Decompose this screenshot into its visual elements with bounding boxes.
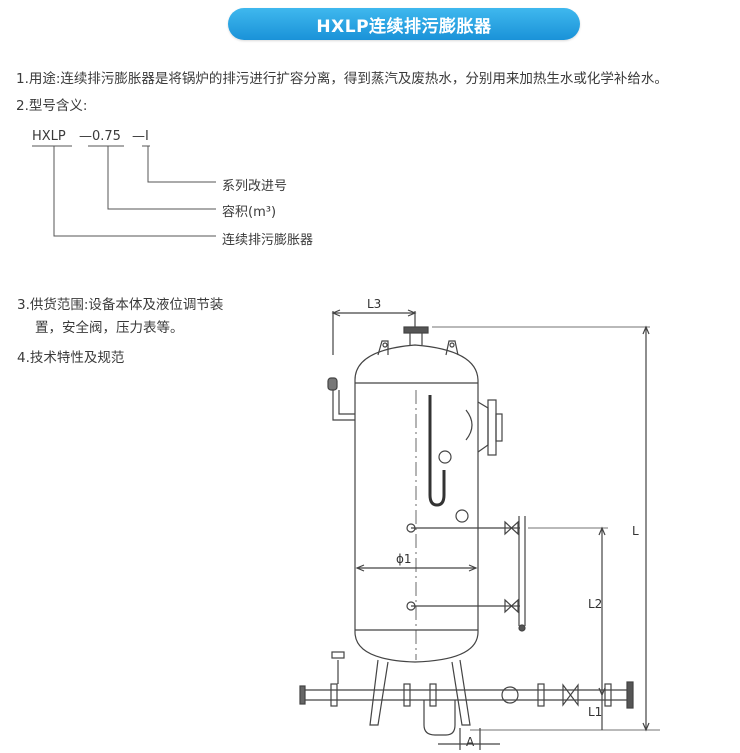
dim-l1: L1 <box>588 705 602 719</box>
model-code-revision: —I <box>132 129 149 144</box>
label-product: 连续排污膨胀器 <box>222 233 314 248</box>
dim-a: A <box>466 735 475 749</box>
model-code-series: HXLP <box>32 129 66 144</box>
supply-scope-text-2: 置，安全阀，压力表等。 <box>35 320 184 336</box>
model-code-volume: —0.75 <box>79 129 121 144</box>
dim-phi1: ϕ1 <box>396 552 412 566</box>
dim-l: L <box>632 524 639 538</box>
label-improvement: 系列改进号 <box>222 179 288 194</box>
dim-l2: L2 <box>588 597 602 611</box>
dim-l3: L3 <box>367 297 381 311</box>
label-volume: 容积(m³) <box>222 205 277 220</box>
supply-scope-text-1: 3.供货范围:设备本体及液位调节装 <box>17 297 224 313</box>
model-meaning-heading: 2.型号含义: <box>16 98 88 114</box>
specs-heading: 4.技术特性及规范 <box>17 350 125 366</box>
title-banner: HXLP连续排污膨胀器 <box>228 8 580 40</box>
usage-text: 1.用途:连续排污膨胀器是将锅炉的排污进行扩容分离，得到蒸汽及废热水，分别用来加… <box>16 71 668 87</box>
page-title: HXLP连续排污膨胀器 <box>316 16 492 37</box>
